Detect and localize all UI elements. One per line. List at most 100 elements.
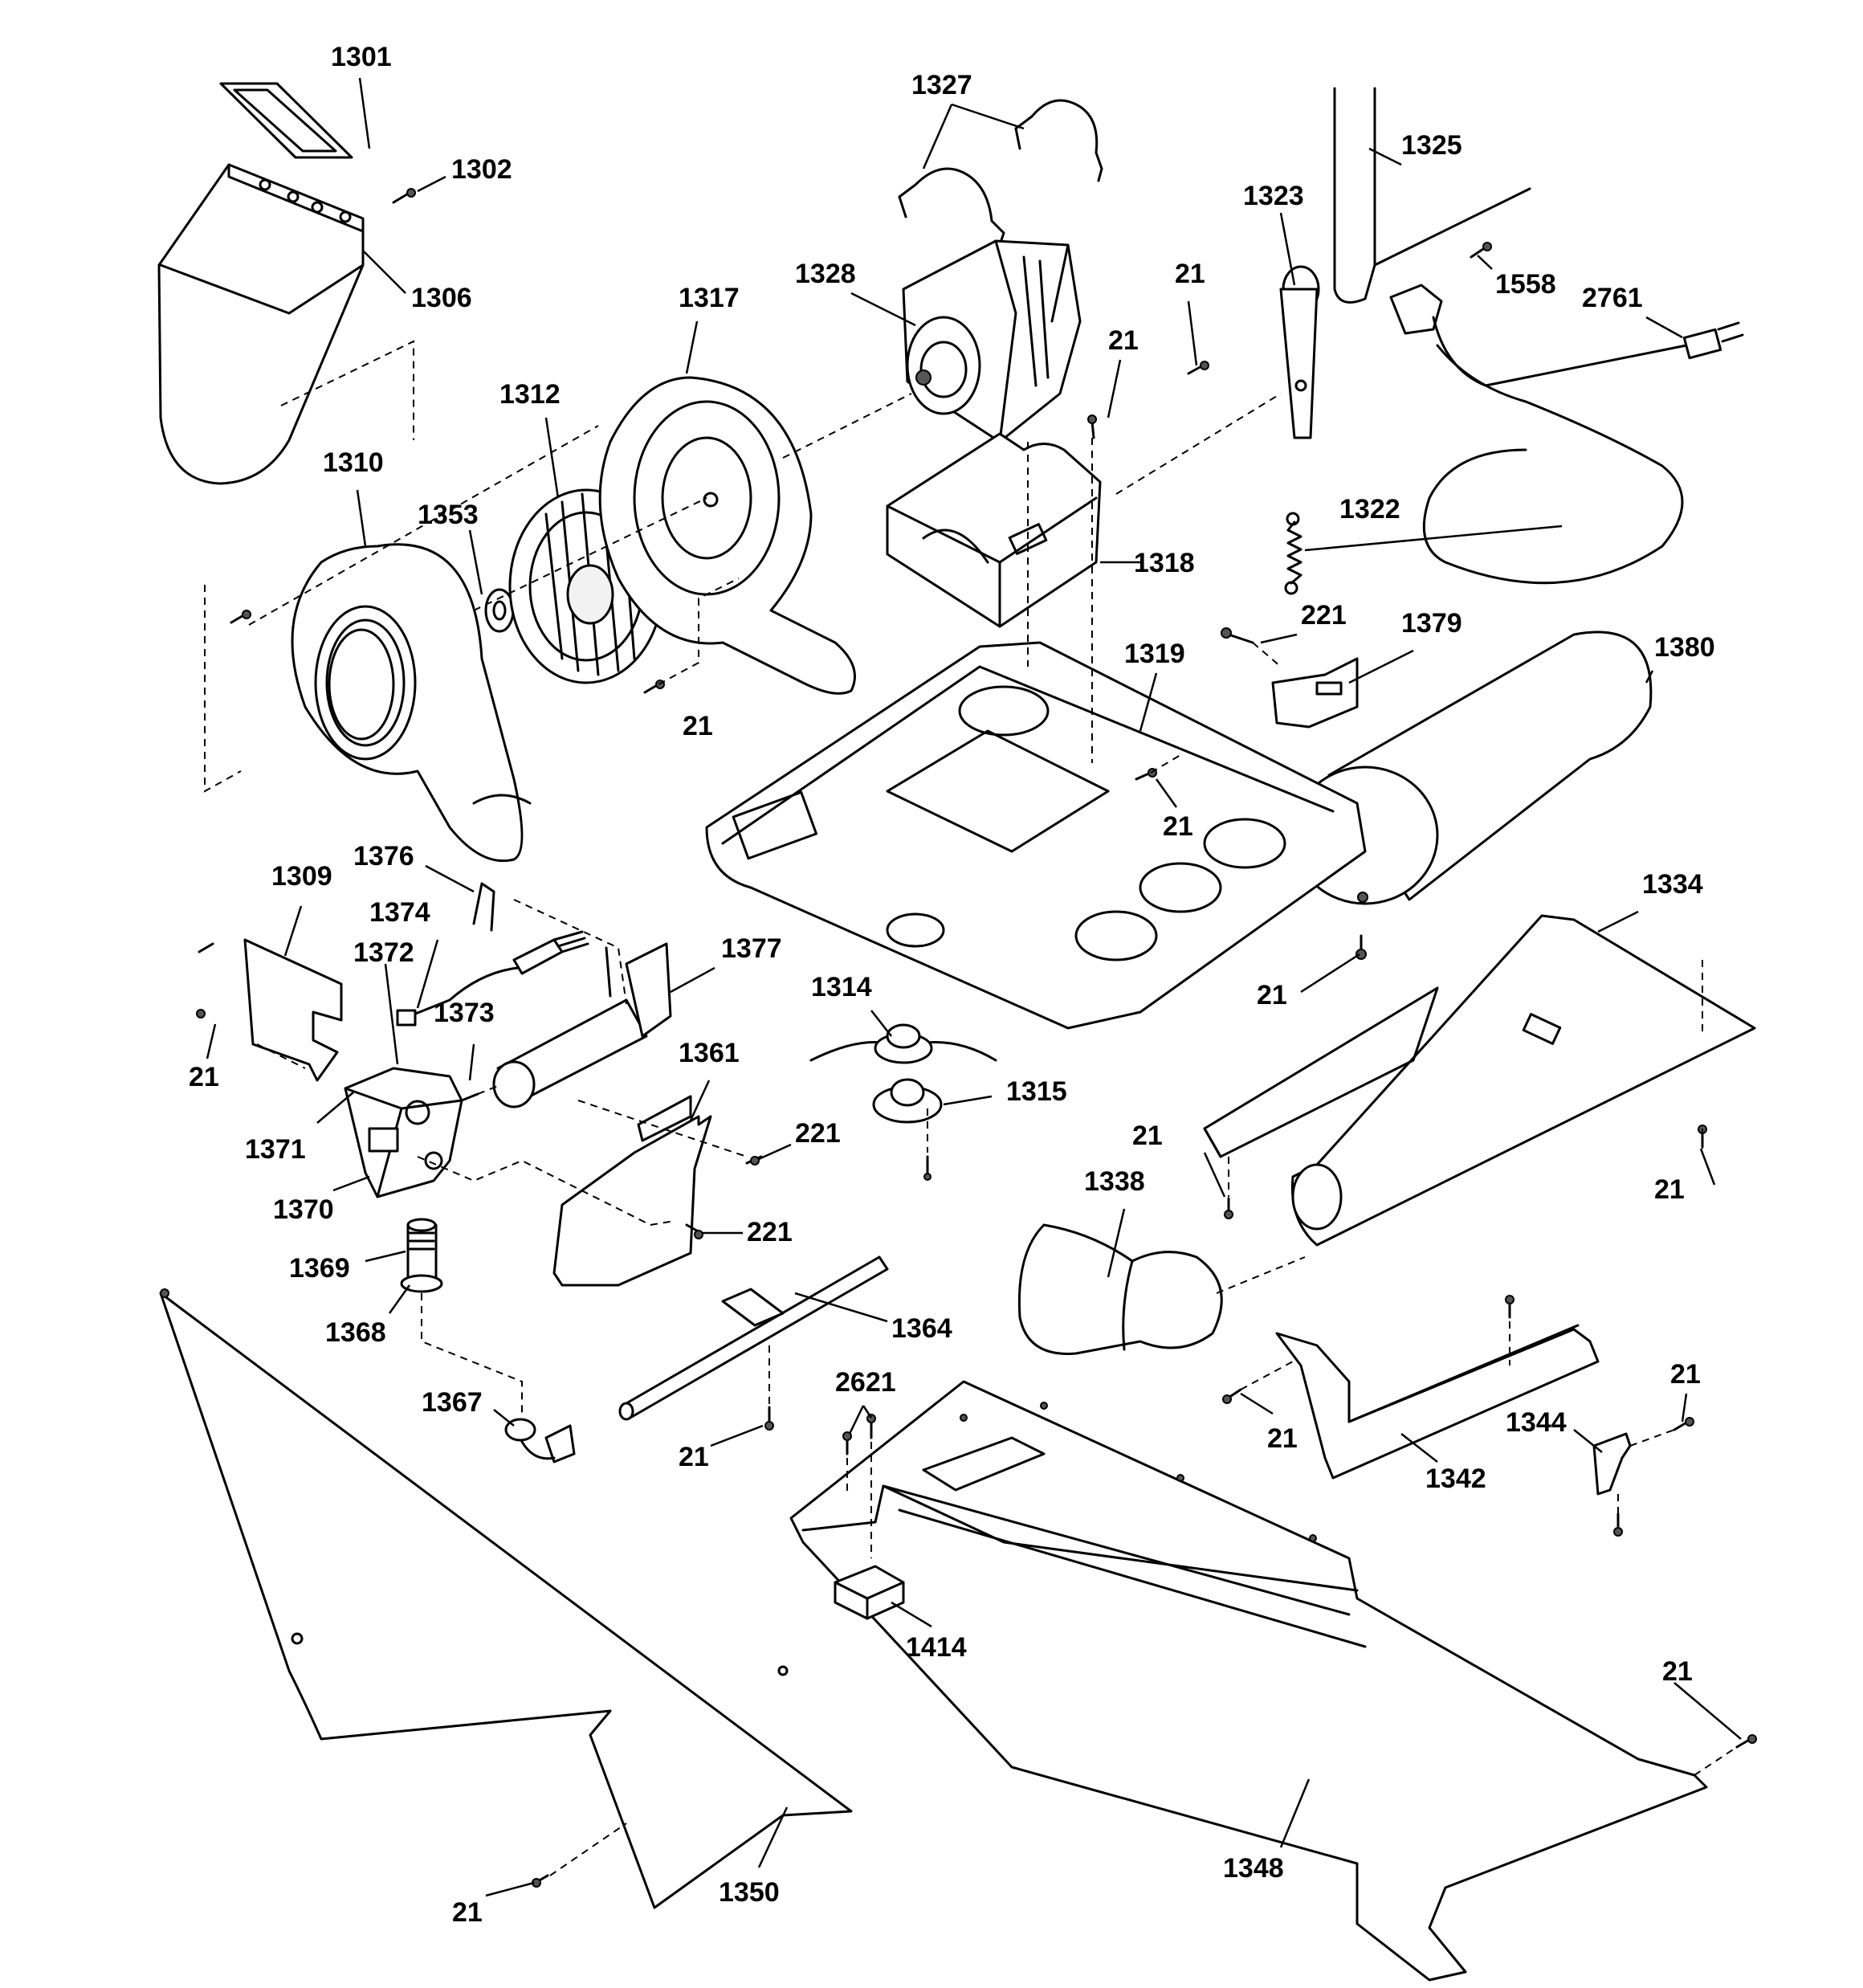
label-1328: 1328 [795, 259, 856, 289]
part-1370-gas-valve [344, 1067, 479, 1198]
part-1353-washer [484, 588, 515, 633]
screw-21-baffle-a [1224, 1197, 1233, 1219]
screw-21-bracket-1344 [1673, 1417, 1694, 1431]
screw-21-sensor [923, 1155, 932, 1181]
screw-221-bracket-a [745, 1155, 763, 1165]
label-1342: 1342 [1425, 1463, 1486, 1494]
label-21-pan: 21 [1163, 811, 1193, 842]
label-221-bracket-a: 221 [795, 1118, 841, 1149]
part-1367-fitting [504, 1418, 576, 1463]
screw-21-rail [1222, 1388, 1242, 1404]
label-1323: 1323 [1243, 181, 1304, 211]
label-1322: 1322 [1339, 494, 1400, 525]
screws [196, 188, 1757, 1888]
label-1368: 1368 [325, 1317, 386, 1348]
part-1328-motor [902, 239, 1082, 443]
label-1318: 1318 [1134, 548, 1195, 578]
label-21-frame: 21 [1662, 1656, 1693, 1687]
screw-21-mount [1187, 361, 1209, 375]
label-1315: 1315 [1006, 1076, 1067, 1107]
label-1361: 1361 [679, 1038, 740, 1068]
label-21-panel: 21 [452, 1897, 483, 1928]
label-1325: 1325 [1401, 130, 1462, 161]
screw-21-housing [230, 610, 251, 624]
label-1317: 1317 [679, 283, 740, 313]
label-1350: 1350 [719, 1877, 780, 1908]
screw-1302 [392, 188, 416, 204]
screw-221-bracket [1221, 627, 1254, 644]
part-1319-base-pan [705, 641, 1367, 1030]
screw-2621-b [866, 1414, 876, 1439]
label-21-pipe: 21 [679, 1442, 709, 1472]
label-1338: 1338 [1084, 1166, 1145, 1197]
label-1558: 1558 [1495, 269, 1556, 300]
label-1376: 1376 [353, 841, 414, 872]
screw-21-rail-top [1505, 1295, 1514, 1319]
part-1350-front-panel [159, 1288, 853, 1909]
label-1369: 1369 [289, 1253, 350, 1284]
part-1342-rail [1275, 1324, 1600, 1480]
screw-21-panel [532, 1874, 549, 1888]
part-1325-belt [1333, 87, 1531, 304]
label-1380: 1380 [1654, 632, 1715, 663]
label-21-blower: 21 [683, 711, 713, 741]
label-21-mount: 21 [1175, 259, 1205, 289]
screw-21-bracket-1344-b [1613, 1512, 1623, 1537]
part-1323-idler-arm [1279, 265, 1320, 439]
part-1338-duct-elbow [1017, 1223, 1223, 1355]
label-1364: 1364 [891, 1313, 952, 1344]
label-21-baffle-a: 21 [1132, 1121, 1163, 1151]
part-1334-baffle [1203, 914, 1756, 1247]
label-21-plate: 21 [189, 1062, 219, 1092]
label-1379: 1379 [1401, 608, 1462, 639]
label-1310: 1310 [323, 447, 384, 478]
label-1327: 1327 [911, 70, 972, 100]
screw-2621-a [842, 1431, 852, 1455]
label-1314: 1314 [811, 972, 872, 1002]
screw-221-bracket-b [685, 1223, 703, 1239]
part-1374-igniter [396, 882, 589, 1027]
label-1367: 1367 [422, 1387, 483, 1418]
part-1344-bracket [1592, 1432, 1632, 1496]
label-221-top: 221 [1301, 600, 1347, 631]
screw-21-pipe [764, 1406, 774, 1431]
part-1309-plate [243, 938, 343, 1082]
label-21-baffle-b: 21 [1654, 1174, 1685, 1205]
label-1374: 1374 [369, 897, 430, 928]
screw-21-motor [1087, 414, 1097, 439]
part-1317-blower-back [598, 376, 856, 695]
part-1314-flame-sensor [809, 1023, 997, 1124]
part-1301-gasket [219, 82, 353, 159]
part-1377-burner [492, 942, 672, 1108]
part-labels: 1301 1302 1306 1317 1312 1310 1353 21 13… [189, 42, 1715, 1928]
part-1348-base-frame [789, 1380, 1708, 1982]
part-2761-power-cord [1389, 284, 1744, 585]
label-1414: 1414 [906, 1632, 967, 1663]
label-1302: 1302 [451, 154, 512, 185]
label-1373: 1373 [434, 998, 495, 1028]
label-21-rail: 21 [1267, 1423, 1298, 1454]
label-21-cylinder: 21 [1257, 980, 1287, 1010]
part-1364-gas-pipe [618, 1255, 889, 1421]
part-1361-bracket [552, 1095, 712, 1287]
label-221-bracket-b: 221 [747, 1217, 793, 1247]
label-1353: 1353 [418, 500, 479, 530]
label-2761: 2761 [1582, 283, 1643, 313]
label-2621: 2621 [835, 1367, 896, 1398]
label-1348: 1348 [1223, 1853, 1284, 1884]
part-1414-pad [834, 1565, 905, 1620]
leader-lines [206, 77, 1742, 1897]
label-1372: 1372 [353, 937, 414, 968]
screw-21-cylinder [1355, 934, 1367, 960]
label-1370: 1370 [273, 1194, 334, 1225]
label-1306: 1306 [411, 283, 472, 313]
part-1310-blower-housing [291, 543, 532, 863]
part-1318-motor-mount [886, 432, 1102, 628]
label-1344: 1344 [1506, 1407, 1567, 1438]
label-1319: 1319 [1124, 639, 1185, 669]
label-21-bracket-1344: 21 [1670, 1359, 1701, 1390]
screw-21-plate [196, 942, 214, 1018]
label-1309: 1309 [271, 861, 332, 892]
part-1322-spring [1284, 512, 1302, 595]
